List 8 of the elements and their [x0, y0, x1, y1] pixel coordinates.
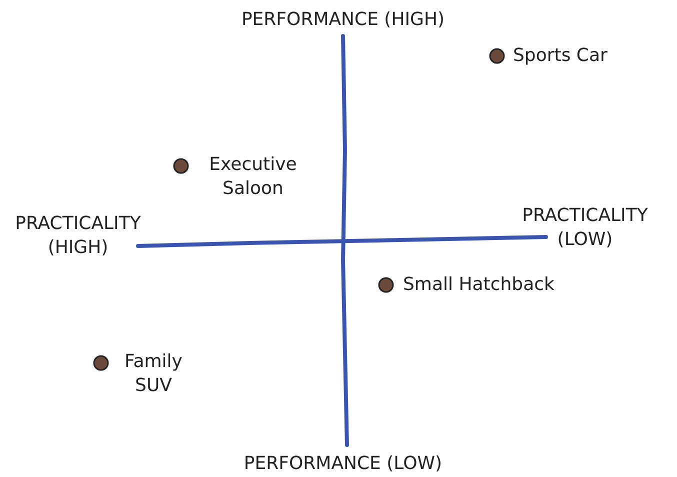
axis-label: PRACTICALITY (LOW)	[521, 204, 649, 252]
point-label: Small Hatchback	[403, 273, 556, 297]
point-label: Sports Car	[513, 44, 608, 68]
point-label: Family SUV	[124, 350, 184, 398]
point-label: Executive Saloon	[208, 153, 298, 201]
axis-label: PERFORMANCE (LOW)	[242, 452, 444, 476]
axis-label: PERFORMANCE (HIGH)	[240, 8, 446, 32]
axis-label: PRACTICALITY (HIGH)	[14, 212, 142, 260]
